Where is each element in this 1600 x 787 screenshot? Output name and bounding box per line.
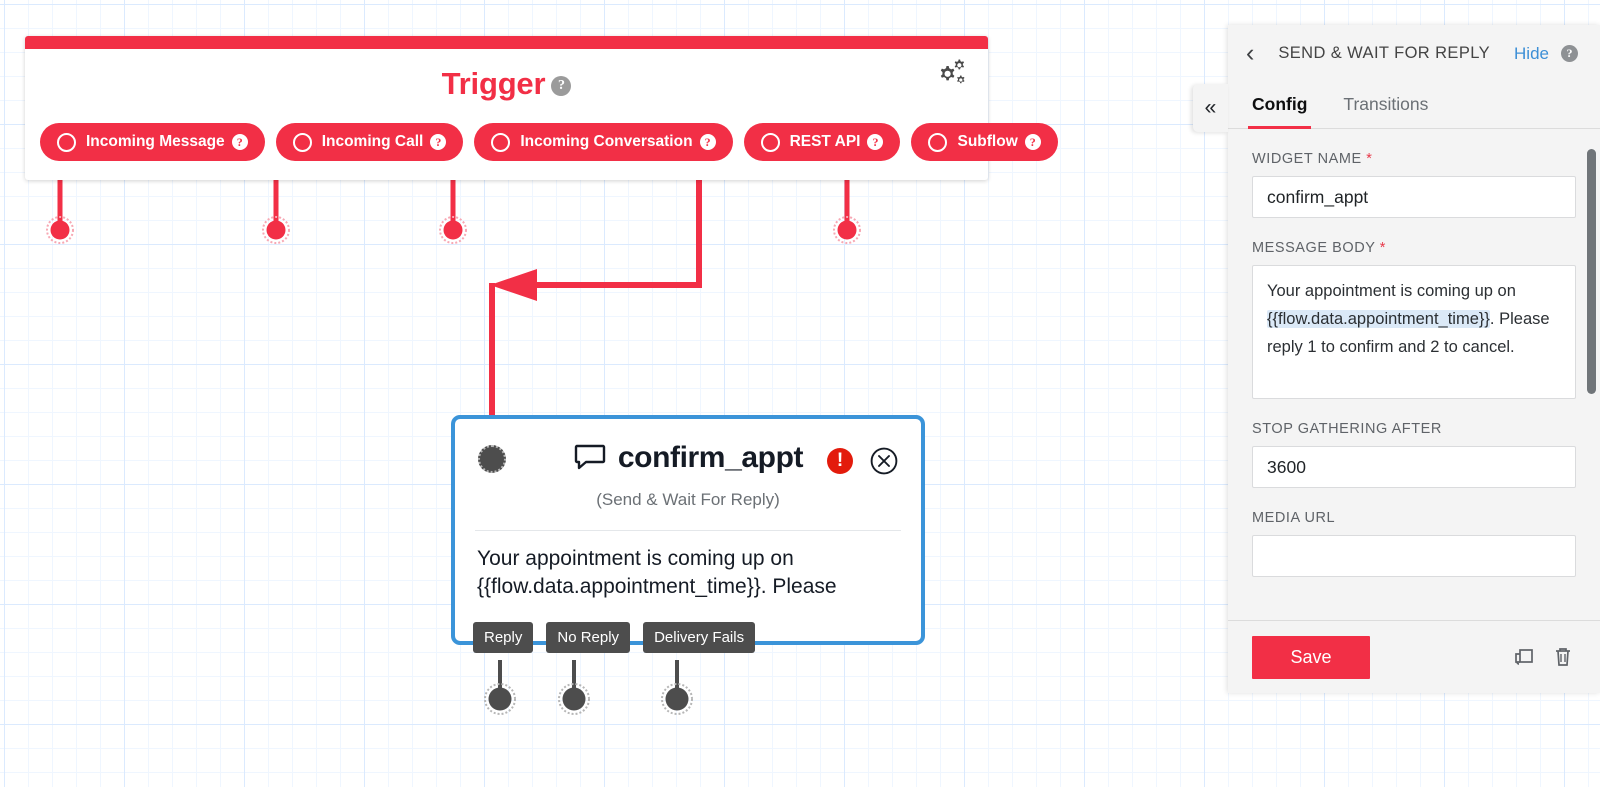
- message-body-template-token: {{flow.data.appointment_time}}: [1267, 310, 1490, 329]
- trigger-pill-label: Incoming Message: [86, 133, 225, 150]
- widget-node-confirm-appt[interactable]: confirm_appt ! (Send & Wait For Reply) Y…: [451, 415, 925, 645]
- trigger-pill-label: Incoming Call: [321, 133, 424, 150]
- trigger-pill-handle-icon[interactable]: [760, 132, 780, 152]
- trigger-pill-incoming-conversation[interactable]: Incoming Conversation ?: [474, 123, 733, 161]
- trash-icon[interactable]: [1550, 644, 1576, 670]
- stop-gathering-after-label: STOP GATHERING AFTER: [1252, 421, 1442, 437]
- help-icon[interactable]: ?: [699, 134, 716, 150]
- message-body-textarea[interactable]: Your appointment is coming up on {{flow.…: [1252, 265, 1576, 399]
- collapse-panel-button[interactable]: «: [1193, 84, 1228, 132]
- trigger-pill-handle-icon[interactable]: [57, 132, 76, 152]
- widget-node-title: confirm_appt: [617, 441, 804, 474]
- trigger-pill-handle-icon[interactable]: [491, 132, 511, 152]
- trigger-accent-bar: [25, 36, 988, 49]
- required-marker: *: [1379, 240, 1386, 256]
- widget-node-body-preview: Your appointment is coming up on {{flow.…: [477, 547, 837, 598]
- tab-config[interactable]: Config: [1248, 82, 1312, 129]
- widget-divider: [475, 530, 901, 531]
- trigger-pill-label: Incoming Conversation: [520, 133, 693, 150]
- gears-icon[interactable]: [930, 56, 968, 94]
- message-body-part1: Your appointment is coming up on: [1267, 282, 1516, 300]
- stop-gathering-after-input[interactable]: 3600: [1252, 446, 1576, 488]
- inspector-scrollbar-thumb[interactable]: [1587, 149, 1596, 394]
- widget-name-label: WIDGET NAME *: [1252, 151, 1576, 167]
- help-icon[interactable]: ?: [1024, 134, 1041, 150]
- message-body-label-text: MESSAGE BODY: [1252, 240, 1376, 256]
- required-marker: *: [1366, 151, 1373, 167]
- save-button[interactable]: Save: [1252, 635, 1370, 679]
- inspector-footer: Save: [1228, 620, 1600, 693]
- trigger-help-icon[interactable]: ?: [551, 76, 572, 96]
- inspector-header: ‹ SEND & WAIT FOR REPLY Hide ?: [1228, 25, 1600, 82]
- inspector-tab-bar: Config Transitions: [1228, 82, 1600, 129]
- trigger-pill-incoming-call[interactable]: Incoming Call ?: [275, 123, 464, 161]
- tab-transitions[interactable]: Transitions: [1343, 94, 1429, 114]
- trigger-title-text: Trigger: [441, 66, 546, 101]
- help-icon[interactable]: ?: [231, 134, 248, 150]
- close-icon[interactable]: [870, 447, 898, 475]
- chat-bubble-icon: [574, 444, 606, 470]
- inspector-help-icon[interactable]: ?: [1561, 45, 1578, 62]
- widget-name-input[interactable]: confirm_appt: [1252, 176, 1576, 218]
- trigger-panel[interactable]: Trigger? Incoming Message ? Incoming Cal…: [25, 36, 1058, 180]
- trigger-pill-handle-icon[interactable]: [928, 132, 948, 152]
- transition-chip-no-reply[interactable]: No Reply: [546, 622, 631, 653]
- media-url-label: MEDIA URL: [1252, 510, 1336, 526]
- trigger-panel-title: Trigger?: [25, 66, 988, 102]
- help-icon[interactable]: ?: [867, 134, 884, 150]
- widget-input-handle-icon[interactable]: [478, 445, 506, 473]
- hide-link[interactable]: Hide: [1514, 43, 1549, 63]
- trigger-pill-handle-icon[interactable]: [292, 132, 312, 152]
- help-icon[interactable]: ?: [430, 134, 447, 150]
- message-body-part2: . Please reply 1 to confirm and 2 to can…: [1267, 310, 1550, 357]
- media-url-input[interactable]: [1252, 535, 1576, 577]
- widget-node-subtitle: (Send & Wait For Reply): [596, 490, 780, 509]
- back-chevron-icon[interactable]: ‹: [1246, 39, 1255, 67]
- widget-error-icon[interactable]: !: [827, 448, 853, 474]
- widget-transition-chip-list: Reply No Reply Delivery Fails: [473, 622, 756, 653]
- trigger-pill-label: REST API: [789, 133, 861, 150]
- trigger-pill-incoming-message[interactable]: Incoming Message ?: [40, 123, 265, 161]
- widget-name-label-text: WIDGET NAME: [1252, 151, 1362, 167]
- transition-chip-delivery-fails[interactable]: Delivery Fails: [643, 622, 756, 653]
- widget-node-header: confirm_appt !: [455, 419, 921, 493]
- trigger-pill-label: Subflow: [957, 133, 1018, 150]
- inspector-form-scroll-area[interactable]: WIDGET NAME * confirm_appt MESSAGE BODY …: [1228, 129, 1600, 620]
- inspector-panel: ‹ SEND & WAIT FOR REPLY Hide ? Config Tr…: [1228, 25, 1600, 693]
- duplicate-icon[interactable]: [1510, 644, 1536, 670]
- message-body-label: MESSAGE BODY *: [1252, 240, 1576, 256]
- trigger-pill-subflow[interactable]: Subflow ?: [911, 123, 1058, 161]
- trigger-pill-rest-api[interactable]: REST API ?: [743, 123, 901, 161]
- transition-chip-reply[interactable]: Reply: [473, 622, 534, 653]
- inspector-title: SEND & WAIT FOR REPLY: [1278, 44, 1490, 62]
- widget-title-row: confirm_appt: [455, 441, 921, 475]
- trigger-pill-list: Incoming Message ? Incoming Call ? Incom…: [40, 123, 1058, 161]
- inspector-scrollbar-track[interactable]: [1587, 129, 1596, 620]
